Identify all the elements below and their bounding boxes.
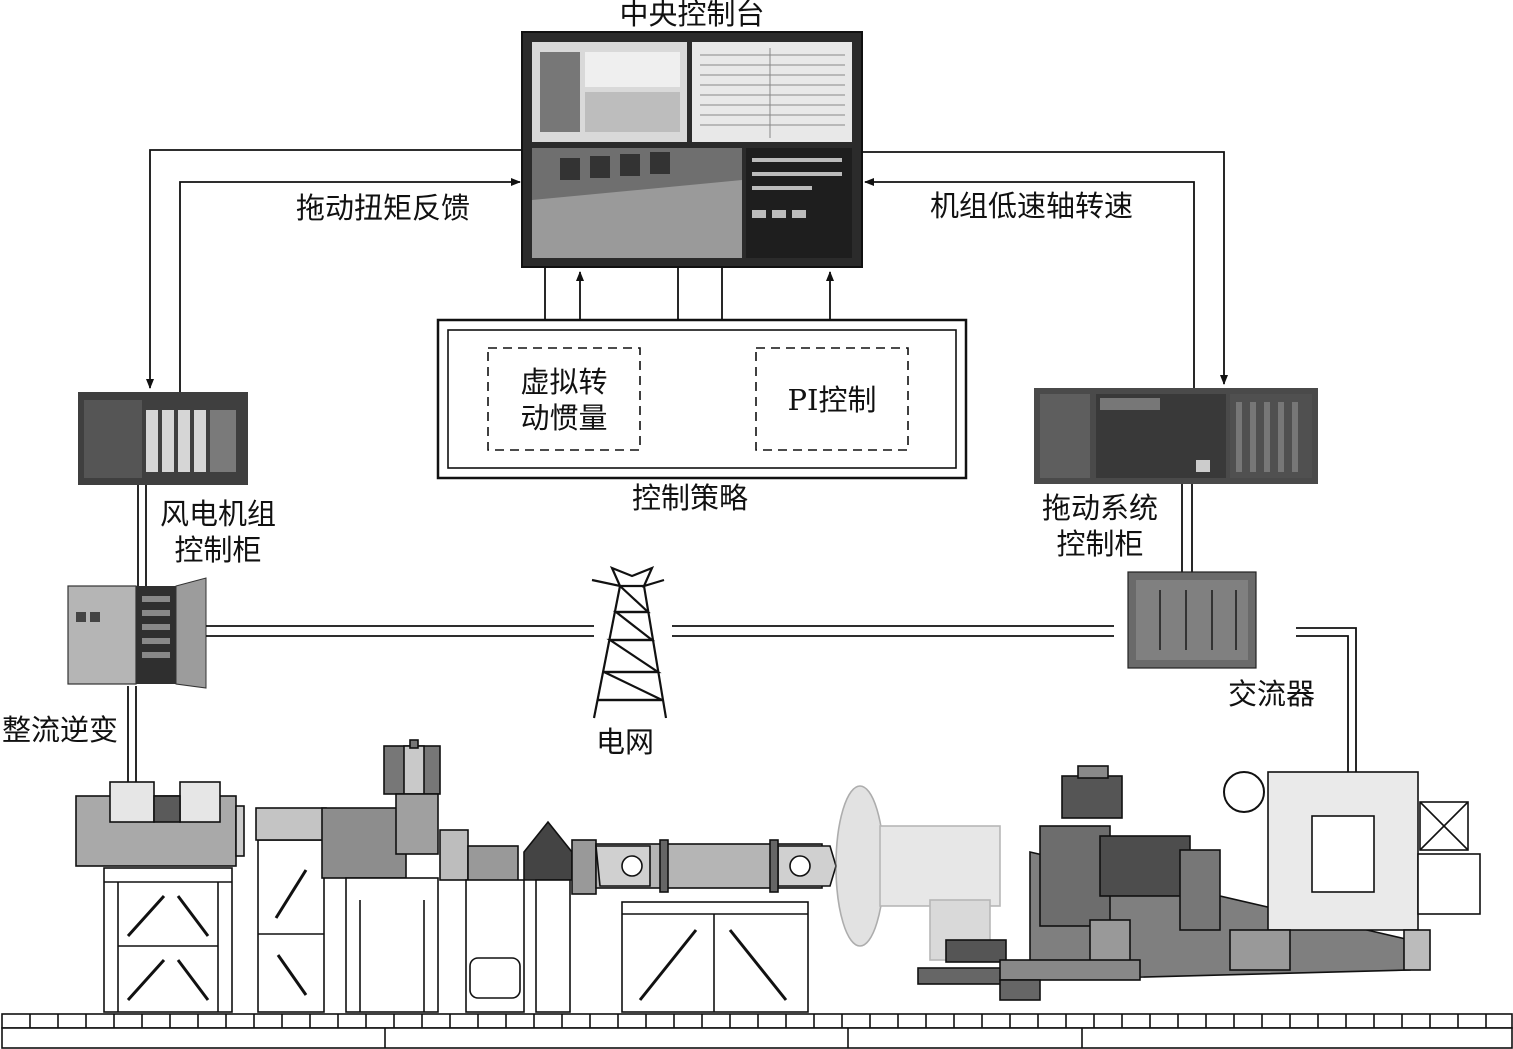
drive-cabinet-label: 拖动系统 控制柜 <box>1030 490 1170 563</box>
control-strategy-label: 控制策略 <box>631 481 748 515</box>
wind-turbine-plc-image <box>78 392 248 485</box>
rectifier-inverter-label: 整流逆变 <box>2 713 119 747</box>
console-title: 中央控制台 <box>619 0 764 31</box>
foundation-rail <box>1 1013 1513 1049</box>
virtual-inertia-line1: 虚拟转 <box>520 365 608 399</box>
pi-control-block <box>755 347 909 451</box>
virtual-inertia-line2: 动惯量 <box>520 401 608 436</box>
drive-cabinet-line2: 控制柜 <box>1056 527 1144 562</box>
virtual-inertia-label: 虚拟转 动惯量 <box>488 364 640 437</box>
central-console-image <box>521 31 863 268</box>
ac-converter-image <box>1127 571 1257 669</box>
pi-control-label: PI控制 <box>787 383 877 417</box>
converter-to-motor-line <box>1296 627 1357 822</box>
wind-cabinet-line1: 风电机组 <box>159 497 276 531</box>
grid-connection-lines <box>206 625 1114 637</box>
drive-cabinet-line1: 拖动系统 <box>1041 491 1158 525</box>
converter-to-motor-line-2 <box>1296 635 1349 822</box>
wind-cabinet-line2: 控制柜 <box>174 533 262 568</box>
grid-label: 电网 <box>596 725 655 759</box>
low-speed-shaft-label: 机组低速轴转速 <box>930 189 1134 223</box>
transmission-tower-icon <box>591 565 668 719</box>
wind-cabinet-label: 风电机组 控制柜 <box>148 496 288 569</box>
control-strategy-box <box>436 318 968 480</box>
torque-feedback-label: 拖动扭矩反馈 <box>296 191 471 225</box>
rectifier-inverter-cabinet-image <box>67 577 207 689</box>
virtual-inertia-block <box>487 347 641 451</box>
ac-converter-label: 交流器 <box>1228 677 1316 711</box>
drive-system-cabinet-image <box>1034 388 1318 484</box>
test-bed-machinery <box>75 739 1481 1013</box>
